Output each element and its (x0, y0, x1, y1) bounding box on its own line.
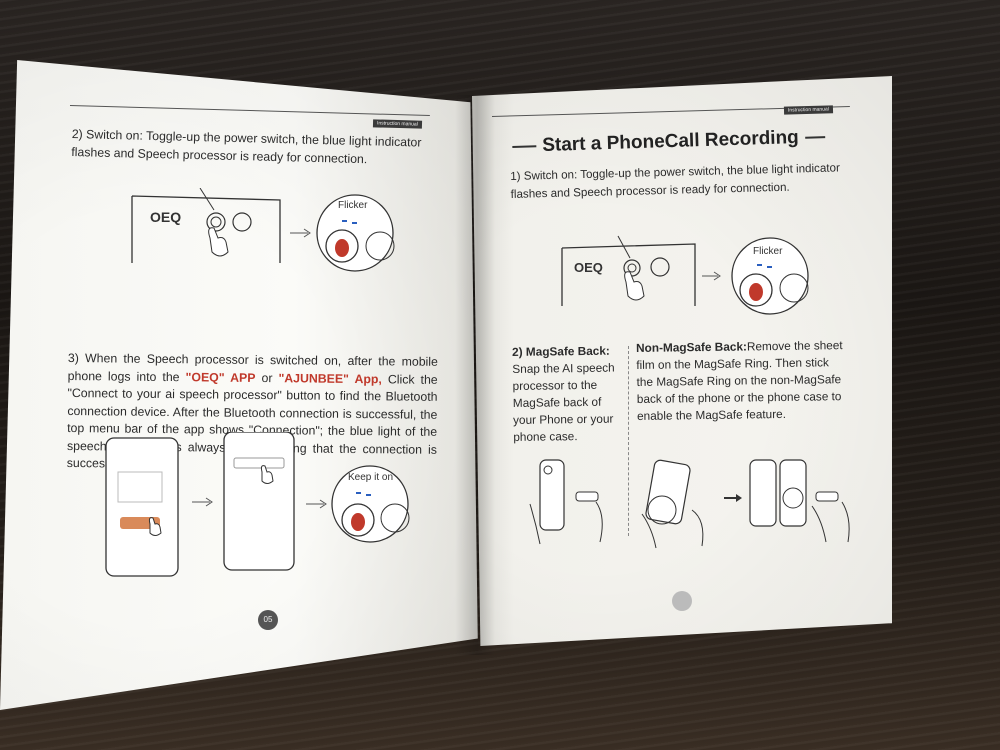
device-switch-illustration: OEQ Flicker (561, 235, 809, 315)
right-page: Instruction manual Start a PhoneCall Rec… (472, 76, 892, 646)
magsafe-attach-illustration (529, 459, 850, 549)
column-divider (628, 346, 629, 536)
header-rule (69, 105, 430, 117)
step1-text: 1) Switch on: Toggle-up the power switch… (510, 161, 841, 201)
oeq-app-label: "OEQ" APP (185, 369, 256, 385)
page-title: Start a PhoneCall Recording (512, 126, 825, 158)
app-connection-illustration: Keep it on (105, 432, 410, 577)
non-magsafe-heading: Non-MagSafe Back: (636, 339, 747, 355)
book-gutter (455, 95, 495, 655)
header-tab: Instruction manual (783, 105, 833, 115)
magsafe-heading: 2) MagSafe Back: (512, 343, 610, 359)
header-tab: Instruction manual (372, 119, 422, 129)
flicker-label: Flicker (753, 246, 783, 257)
page-number (672, 591, 692, 611)
device-switch-illustration: OEQ Flicker (131, 188, 395, 272)
keep-it-on-label: Keep it on (348, 472, 393, 483)
oeq-logo: OEQ (574, 260, 603, 275)
ajunbee-app-label: "AJUNBEE" App, (278, 370, 382, 386)
magsafe-section: 2) MagSafe Back: Snap the AI speech proc… (512, 342, 625, 446)
flicker-label: Flicker (338, 200, 368, 211)
magsafe-text: Snap the AI speech processor to the MagS… (512, 360, 615, 444)
non-magsafe-section: Non-MagSafe Back:Remove the sheet film o… (636, 337, 847, 425)
page-number: 05 (258, 610, 278, 630)
left-page: Instruction manual 2) Switch on: Toggle-… (0, 60, 478, 710)
step2-text: 2) Switch on: Toggle-up the power switch… (71, 126, 422, 166)
oeq-logo: OEQ (150, 209, 181, 225)
